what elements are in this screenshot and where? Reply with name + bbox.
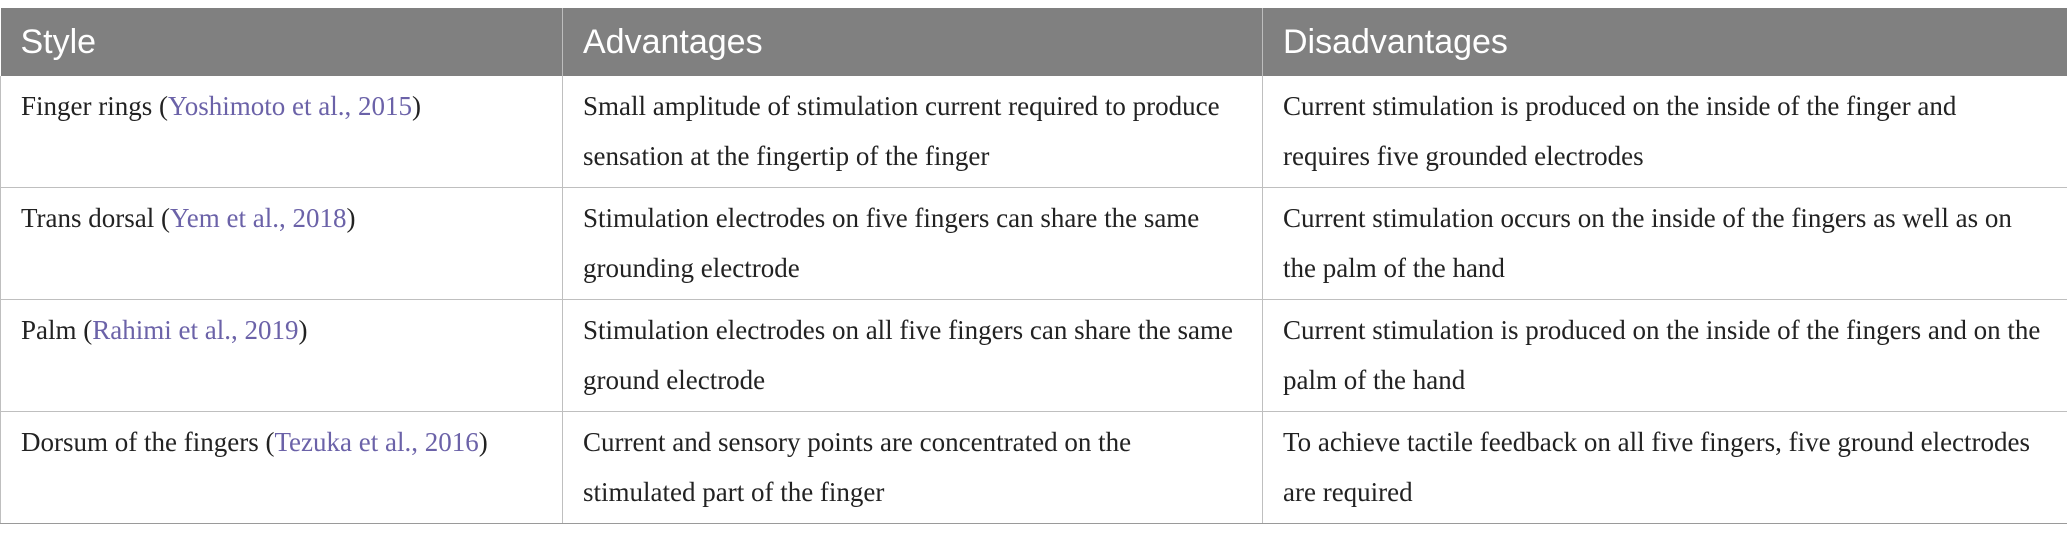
header-row: Style Advantages Disadvantages: [0, 8, 2067, 76]
disadvantages-cell: Current stimulation is produced on the i…: [1262, 299, 2067, 412]
style-label: Finger rings: [21, 91, 153, 121]
citation-link[interactable]: Rahimi et al., 2019: [92, 315, 299, 345]
table-row: Finger rings (Yoshimoto et al., 2015) Sm…: [0, 76, 2067, 188]
column-header-disadvantages: Disadvantages: [1262, 8, 2067, 76]
style-cell: Dorsum of the fingers (Tezuka et al., 20…: [0, 411, 563, 524]
style-label: Trans dorsal: [21, 203, 155, 233]
disadvantages-cell: To achieve tactile feedback on all five …: [1262, 411, 2067, 524]
advantages-cell: Stimulation electrodes on five fingers c…: [562, 187, 1263, 300]
comparison-table: Style Advantages Disadvantages Finger ri…: [0, 8, 2067, 524]
style-label: Palm: [21, 315, 77, 345]
column-header-advantages: Advantages: [562, 8, 1263, 76]
citation-link[interactable]: Yem et al., 2018: [170, 203, 347, 233]
citation-link[interactable]: Tezuka et al., 2016: [274, 427, 479, 457]
table-body: Finger rings (Yoshimoto et al., 2015) Sm…: [0, 76, 2067, 524]
column-header-style: Style: [0, 8, 563, 76]
table-header: Style Advantages Disadvantages: [0, 8, 2067, 76]
table-row: Dorsum of the fingers (Tezuka et al., 20…: [0, 411, 2067, 524]
style-cell: Trans dorsal (Yem et al., 2018): [0, 187, 563, 300]
style-label: Dorsum of the fingers: [21, 427, 259, 457]
disadvantages-cell: Current stimulation is produced on the i…: [1262, 76, 2067, 188]
disadvantages-cell: Current stimulation occurs on the inside…: [1262, 187, 2067, 300]
advantages-cell: Stimulation electrodes on all five finge…: [562, 299, 1263, 412]
table-row: Trans dorsal (Yem et al., 2018) Stimulat…: [0, 187, 2067, 300]
citation-link[interactable]: Yoshimoto et al., 2015: [168, 91, 413, 121]
table-row: Palm (Rahimi et al., 2019) Stimulation e…: [0, 299, 2067, 412]
advantages-cell: Current and sensory points are concentra…: [562, 411, 1263, 524]
style-cell: Palm (Rahimi et al., 2019): [0, 299, 563, 412]
style-cell: Finger rings (Yoshimoto et al., 2015): [0, 76, 563, 188]
advantages-cell: Small amplitude of stimulation current r…: [562, 76, 1263, 188]
